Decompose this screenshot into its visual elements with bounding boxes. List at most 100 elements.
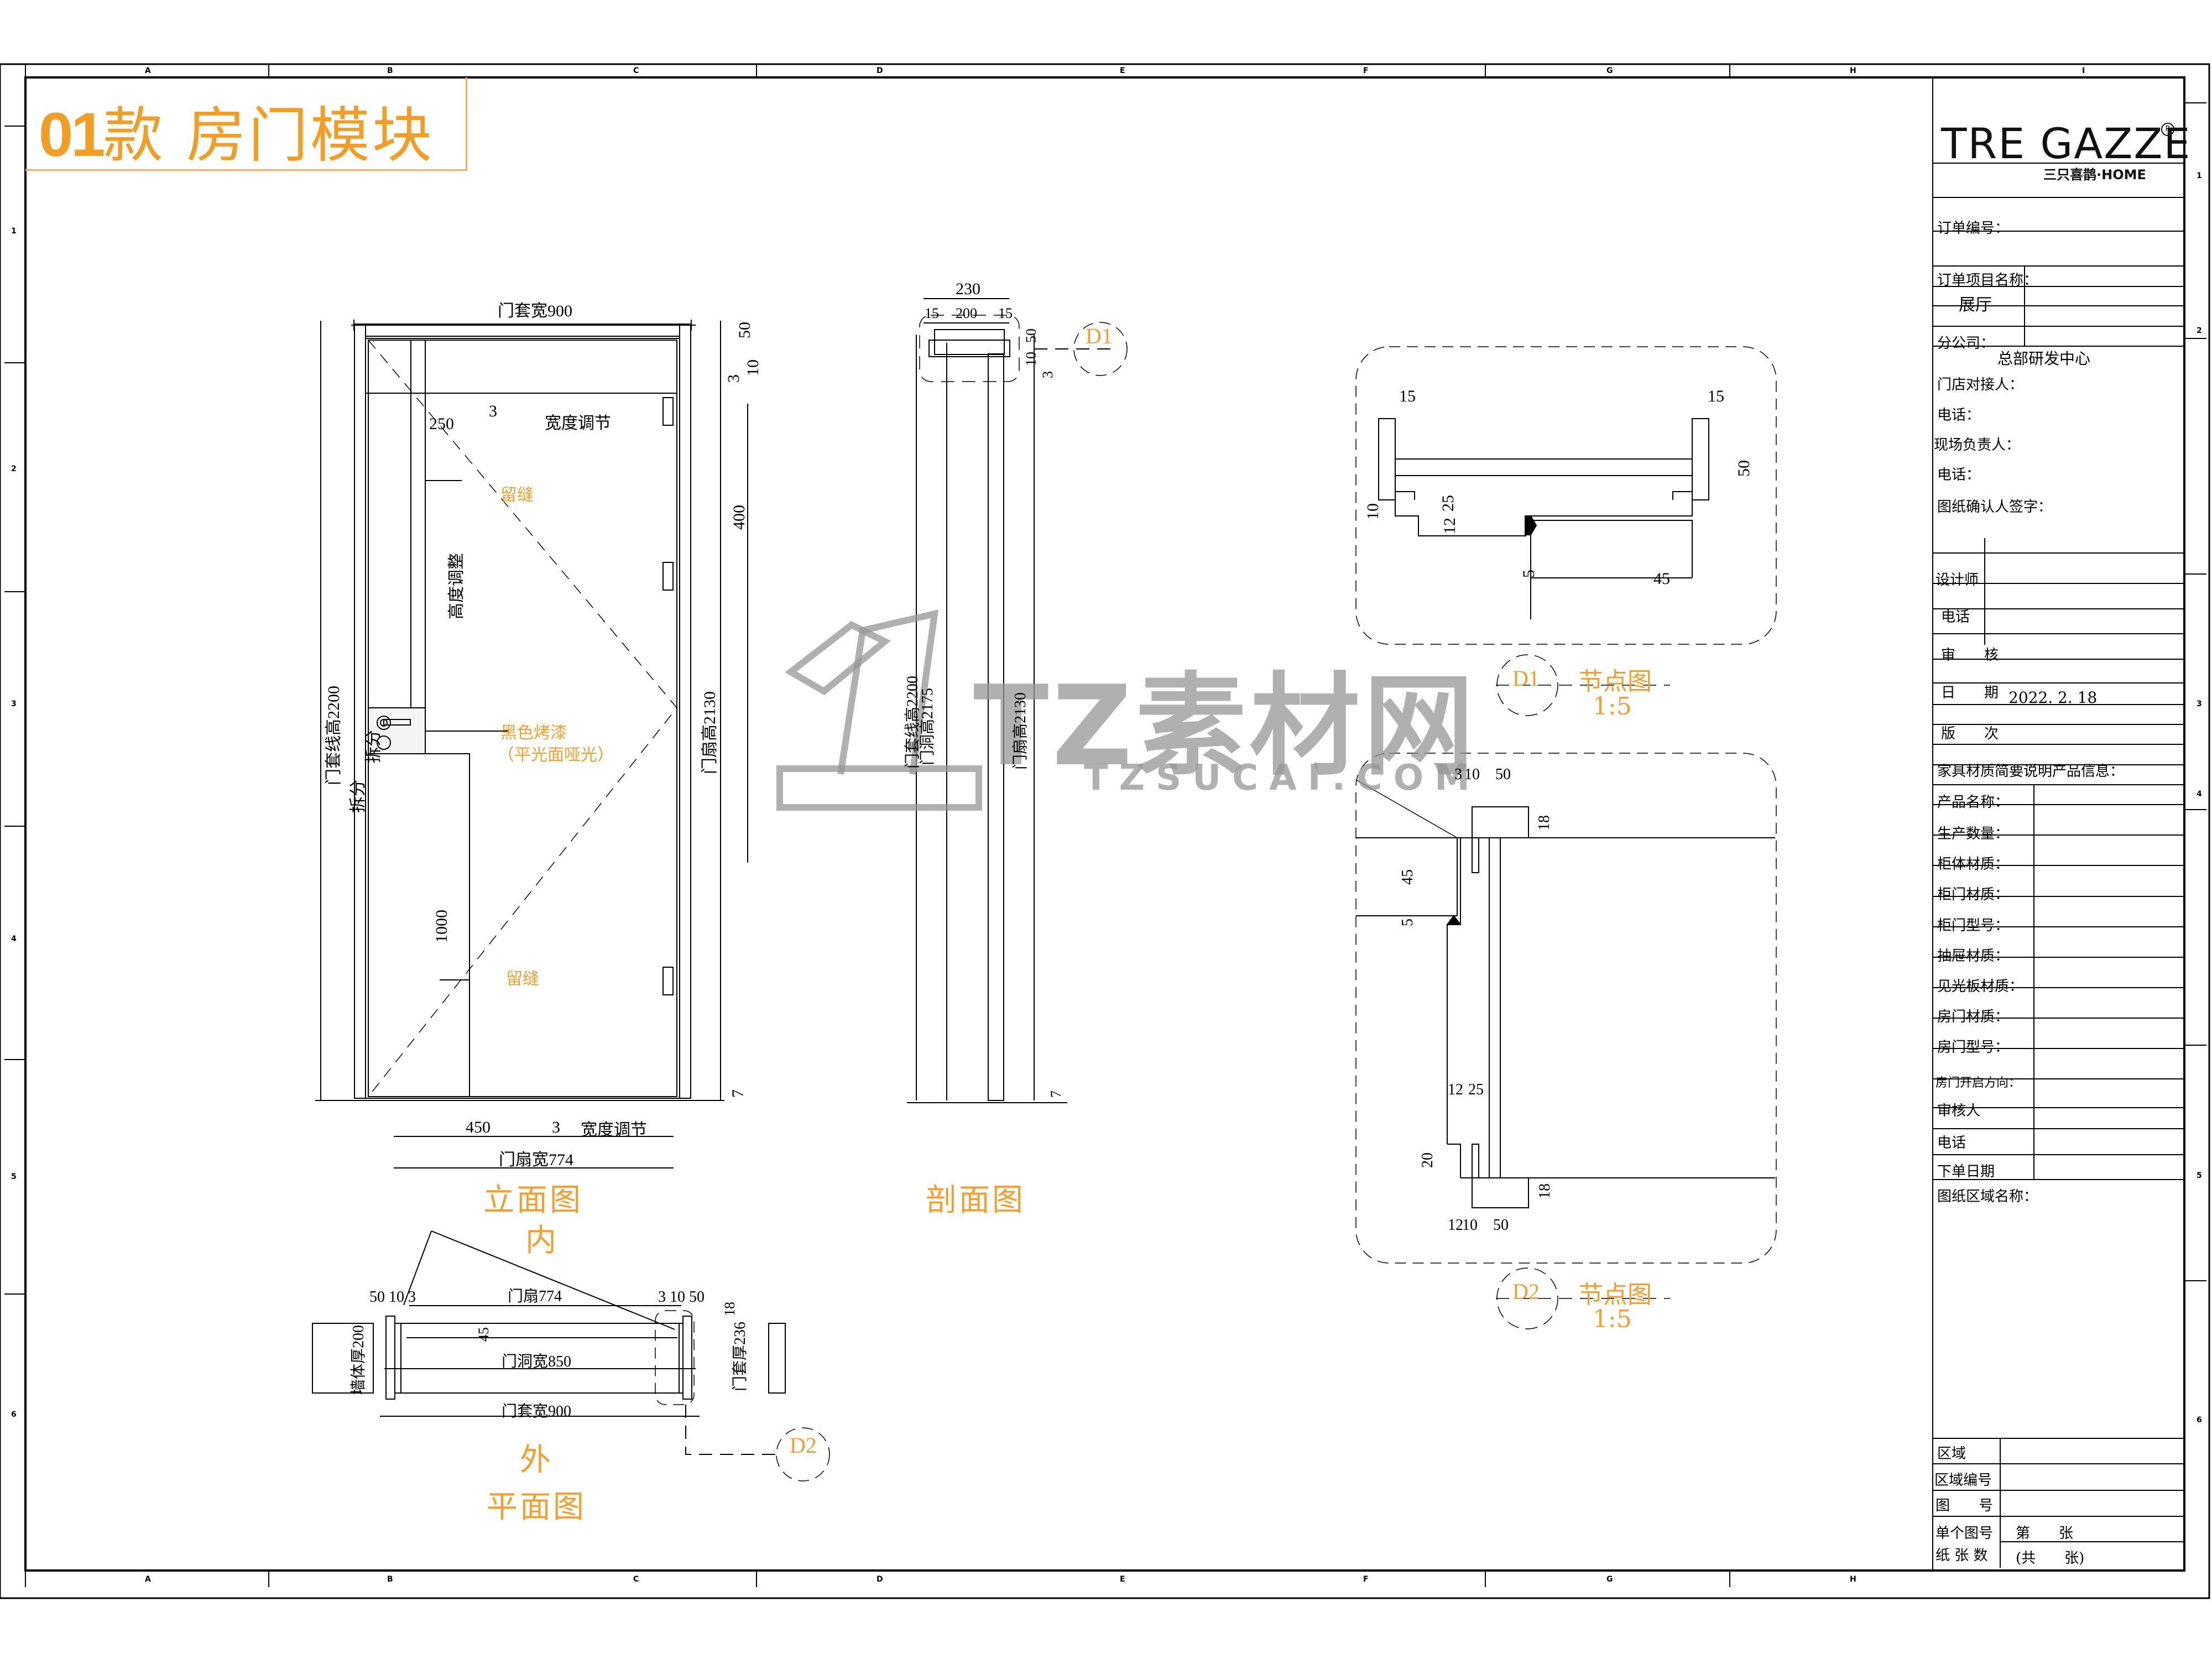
dim-section-left: 15 — [925, 305, 939, 321]
dim-gap-3b: 3 — [552, 1118, 560, 1136]
grid-col-label: F — [1363, 66, 1369, 75]
value-date: 2022. 2. 18 — [2008, 688, 2098, 707]
plan-linework — [312, 1305, 830, 1481]
dim-d2-b50: 50 — [1493, 1217, 1509, 1234]
dim-d2-25: 25 — [1468, 1081, 1484, 1098]
callout-d1[interactable]: D1 — [1086, 324, 1113, 348]
label-single-no: 单个图号 — [1936, 1525, 1994, 1542]
label-drawer-material: 抽屉材质： — [1937, 948, 2010, 964]
annotation-finish-note: （平光面哑光） — [498, 745, 614, 765]
dim-d2-18a: 18 — [1536, 815, 1553, 831]
dim-frame-height: 门套线高2200 — [325, 686, 343, 785]
dim-d1-right-15: 15 — [1708, 387, 1724, 405]
dim-d2-top-10: 10 — [1464, 766, 1480, 783]
dim-plan-frame-thk: 门套厚236 — [732, 1321, 749, 1391]
dim-50: 50 — [735, 322, 754, 338]
dim-section-50: 50 — [1023, 328, 1039, 343]
annotation-gap: 留缝 — [500, 486, 534, 505]
dim-plan-45: 45 — [476, 1327, 492, 1342]
title-label: 款 房门模块 — [103, 101, 434, 170]
annotation-finish: 黑色烤漆 — [500, 723, 567, 743]
dim-d1-5: 5 — [1520, 570, 1538, 578]
label-branch: 分公司： — [1937, 335, 1995, 352]
label-cab-door-model: 柜门型号： — [1937, 917, 2010, 934]
detail-d1-linework — [1355, 346, 1777, 645]
dim-3: 3 — [724, 374, 743, 383]
outer-border — [0, 63, 2210, 1599]
dim-d1-50: 50 — [1735, 460, 1753, 477]
label-version: 版 次 — [1941, 726, 1999, 742]
watermark-text: TZ素材网 — [973, 662, 1478, 791]
dim-d1-25: 25 — [1439, 495, 1457, 512]
dim-d2-18b: 18 — [1536, 1183, 1553, 1199]
dim-400: 400 — [730, 505, 748, 530]
section-linework — [907, 298, 1128, 1103]
grid-col-label: H — [1850, 1575, 1856, 1584]
label-area-no: 区域编号 — [1934, 1472, 1992, 1489]
grid-col-label: B — [387, 1575, 393, 1584]
inner-border — [24, 76, 2185, 1572]
dim-section-3: 3 — [1040, 371, 1056, 378]
detail-d2-id: D2 — [1512, 1279, 1540, 1304]
detail-d2-title: 节点图 — [1579, 1281, 1652, 1309]
grid-row-label: 5 — [11, 1172, 17, 1181]
dim-width-adjust: 宽度调节 — [545, 414, 611, 432]
grid-row-label: 2 — [2197, 326, 2202, 335]
dim-plan-wall: 墙体厚200 — [350, 1324, 367, 1395]
dim-plan-right-group: 3 10 50 — [658, 1288, 705, 1306]
label-door-model: 房门型号： — [1937, 1039, 2010, 1056]
dim-gap-3: 3 — [489, 402, 497, 420]
dim-height-adjust: 高度调整 — [447, 553, 466, 619]
section-title: 剖面图 — [926, 1182, 1025, 1218]
grid-col-label: I — [2082, 66, 2085, 75]
dim-section-opening: 门洞高2175 — [919, 687, 936, 765]
label-material-desc: 家具材质简要说明产品信息： — [1937, 763, 2125, 780]
label-order-date: 下单日期 — [1937, 1164, 1995, 1180]
dim-d1-45: 45 — [1653, 570, 1670, 588]
dim-leaf-height: 门扇高2130 — [701, 691, 719, 774]
value-sheet-total: (共 张) — [2016, 1550, 2085, 1567]
grid-col-label: G — [1606, 1575, 1613, 1584]
value-project-name: 展厅 — [1959, 295, 1992, 315]
grid-row-label: 3 — [2197, 700, 2202, 708]
label-phone: 电话： — [1937, 467, 1981, 483]
label-quantity: 生产数量： — [1937, 826, 2010, 842]
grid-row-label: 5 — [2197, 1171, 2202, 1180]
callout-d2[interactable]: D2 — [790, 1433, 817, 1458]
grid-row-label: 6 — [2197, 1416, 2202, 1425]
watermark-url: TZSUCAI.COM — [1084, 758, 1481, 799]
dim-d2-top-3: 3 — [1454, 766, 1462, 783]
label-phone: 电话 — [1941, 609, 1970, 625]
dim-d2-45: 45 — [1399, 869, 1416, 885]
grid-row-label: 3 — [11, 700, 17, 708]
elevation-side: 内 — [525, 1223, 559, 1259]
grid-row-label: 4 — [11, 935, 17, 943]
brand-logo: TRE GAZZE — [1941, 119, 2192, 168]
title-box — [25, 77, 467, 171]
grid-col-label: A — [145, 1575, 151, 1584]
plan-title: 平面图 — [487, 1489, 586, 1525]
dim-width-adjust-b: 宽度调节 — [581, 1121, 647, 1139]
label-date: 日 期 — [1941, 685, 1999, 701]
title-number: 01 — [39, 100, 106, 169]
grid-row-label: 4 — [2197, 790, 2202, 799]
grid-col-label: D — [877, 1575, 883, 1584]
grid-col-label: A — [145, 66, 151, 75]
grid-col-label: C — [633, 1575, 639, 1584]
detail-d1-id: D1 — [1512, 666, 1540, 691]
dim-d2-12a: 12 — [1448, 1081, 1463, 1098]
grid-col-label: E — [1120, 66, 1125, 75]
label-door-material: 房门材质： — [1937, 1009, 2010, 1025]
label-split: 拆分 — [349, 780, 367, 813]
dim-frame-width: 门套宽900 — [498, 302, 572, 320]
grid-col-label: F — [1363, 1575, 1369, 1584]
dim-d1-left-15: 15 — [1399, 387, 1416, 405]
dim-plan-left-group: 50 10 3 — [369, 1288, 416, 1306]
label-confirm-sign: 图纸确认人签字： — [1937, 499, 2053, 515]
dim-plan-frame-width: 门套宽900 — [502, 1403, 572, 1420]
elevation-title: 立面图 — [483, 1182, 583, 1218]
detail-d2-linework — [1355, 753, 1777, 1264]
dim-leaf-width: 门扇宽774 — [499, 1151, 573, 1169]
grid-col-label: D — [877, 66, 883, 75]
